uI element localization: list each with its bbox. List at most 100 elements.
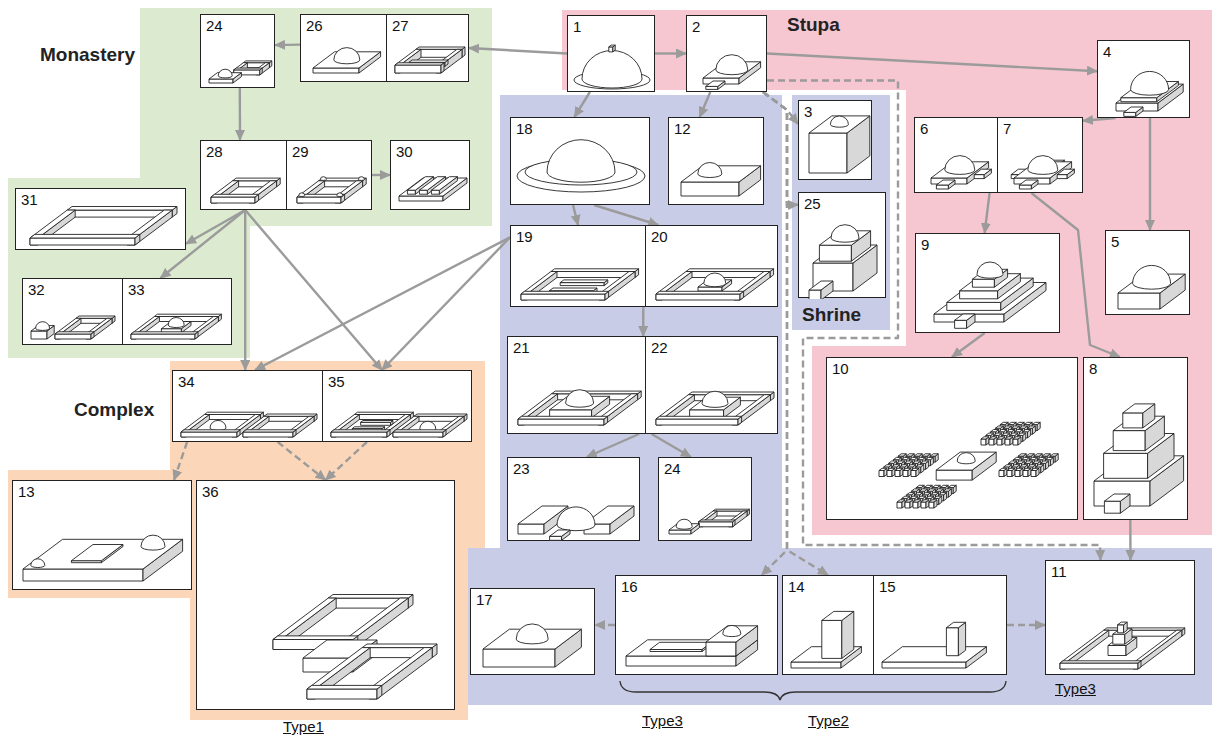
- flow-connector: [1031, 193, 1119, 357]
- illustration-face: [931, 493, 939, 495]
- illustration-face: [1015, 430, 1023, 432]
- flow-connector: [762, 92, 787, 575]
- illustration-face: [1057, 175, 1067, 179]
- drawing-panel: 20: [645, 225, 778, 307]
- illustration-face: [706, 626, 758, 642]
- illustration-dome: [218, 69, 232, 78]
- panel-illustration: [197, 481, 456, 711]
- illustration-face: [738, 395, 770, 425]
- illustration-face: [921, 500, 929, 502]
- illustration-face: [994, 433, 1002, 435]
- illustration-face: [918, 496, 926, 498]
- illustration-face: [550, 536, 562, 540]
- illustration-face: [925, 457, 933, 459]
- flow-connector: [952, 333, 985, 357]
- drawing-panel: 1: [567, 15, 655, 92]
- panel-number: 20: [649, 228, 670, 245]
- illustration-face: [1121, 98, 1157, 102]
- drawing-panel: 14: [782, 575, 874, 675]
- drawing-panel: 9: [915, 233, 1060, 333]
- illustration-face: [1118, 625, 1124, 633]
- illustration-face: [932, 485, 940, 487]
- flow-connector: [382, 237, 510, 370]
- illustration-face: [911, 471, 916, 477]
- illustration-face: [887, 468, 895, 470]
- illustration-face: [71, 545, 123, 561]
- illustration-face: [889, 461, 897, 463]
- illustration-face: [1005, 439, 1010, 445]
- flow-connector: [1007, 624, 1045, 626]
- illustration-face: [706, 81, 725, 86]
- label-holder: Type3: [642, 712, 683, 730]
- illustration-face: [307, 685, 382, 689]
- illustration-face: [1005, 437, 1013, 439]
- illustration-face: [907, 493, 915, 495]
- illustration-face: [31, 331, 47, 339]
- illustration-face: [897, 500, 905, 502]
- illustration-face: [609, 45, 615, 47]
- drawing-panel: 18: [510, 117, 650, 205]
- flow-connector: [595, 624, 615, 626]
- region-title: Monastery: [38, 45, 137, 66]
- illustration-face: [698, 287, 722, 291]
- panel-number: 18: [514, 120, 535, 137]
- flow-connector: [186, 210, 245, 244]
- region-title: Shrine: [800, 305, 863, 326]
- illustration-face: [1108, 646, 1126, 656]
- illustration-face: [911, 468, 919, 470]
- panel-number: 8: [1087, 360, 1099, 377]
- illustration-face: [1104, 501, 1120, 513]
- illustration-face: [1007, 430, 1015, 432]
- illustration-face: [809, 281, 833, 290]
- illustration-face: [995, 426, 1003, 428]
- illustration-face: [913, 500, 921, 502]
- illustration-face: [550, 530, 570, 536]
- illustration-face: [948, 485, 956, 487]
- illustration-face: [521, 291, 609, 294]
- illustration-face: [1032, 422, 1040, 424]
- illustration-face: [895, 471, 900, 477]
- illustration-face: [699, 520, 735, 522]
- illustration-face: [407, 190, 415, 194]
- flow-connector: [985, 193, 990, 233]
- panel-number: 1: [571, 18, 583, 35]
- illustration-face: [884, 465, 892, 467]
- illustration-face: [903, 471, 908, 477]
- illustration-face: [331, 430, 390, 432]
- illustration-dome: [716, 55, 748, 75]
- illustration-face: [560, 280, 608, 283]
- illustration-face: [809, 116, 870, 133]
- illustration-face: [393, 432, 443, 437]
- panel-number: 22: [649, 339, 670, 356]
- panel-number: 34: [176, 373, 197, 390]
- illustration-dome: [957, 453, 975, 464]
- flow-connector: [763, 92, 828, 575]
- type-label: Type2: [808, 712, 849, 729]
- illustration-face: [1060, 661, 1141, 663]
- illustration-face: [921, 502, 926, 508]
- illustration-face: [1124, 112, 1136, 116]
- illustration-dome: [1133, 265, 1171, 289]
- illustration-face: [1013, 457, 1021, 459]
- illustration-face: [1028, 465, 1036, 467]
- illustration-face: [916, 465, 924, 467]
- region-title: Complex: [72, 400, 156, 421]
- illustration-face: [1033, 461, 1041, 463]
- illustration-face: [1031, 471, 1036, 477]
- flow-connector: [763, 92, 798, 124]
- illustration-face: [686, 269, 774, 272]
- illustration-face: [974, 175, 984, 179]
- illustration-dome: [31, 559, 45, 568]
- illustration-face: [1026, 454, 1034, 456]
- illustration-face: [1000, 422, 1008, 424]
- drawing-panel: 26: [300, 14, 387, 82]
- illustration-face: [887, 471, 892, 477]
- flow-connector: [587, 434, 639, 457]
- panel-number: 27: [390, 17, 411, 34]
- panel-number: 21: [511, 339, 532, 356]
- illustration-face: [354, 412, 413, 414]
- illustration-face: [929, 502, 934, 508]
- drawing-panel: 17: [470, 588, 595, 675]
- illustration-face: [483, 649, 555, 667]
- region-fill: [8, 361, 485, 720]
